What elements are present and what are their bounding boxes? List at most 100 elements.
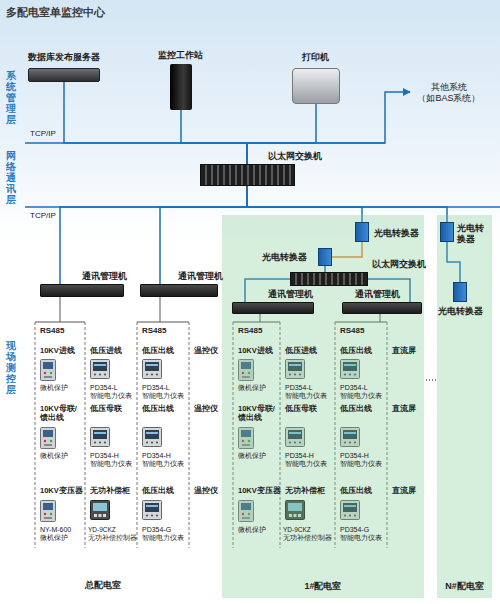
bus-label: RS485 (142, 326, 166, 336)
feeder-label: 无功补偿柜 (285, 486, 335, 495)
feeder-label: 低压出线 (142, 486, 192, 495)
mgr-icon (140, 284, 218, 297)
relay-icon (41, 501, 56, 522)
device-label: YD-9CKZ 无功补偿控制器 (283, 526, 335, 542)
device-label: PD354-H 智能电力仪表 (90, 452, 140, 469)
node-caption: 监控工作站 (158, 50, 203, 61)
node-caption: 以太网交换机 (268, 151, 322, 162)
feeder-label: 10KV变压器 (40, 486, 90, 495)
device-label: PD354-L 智能电力仪表 (340, 384, 390, 401)
feeder-label: 直流屏 (392, 346, 442, 355)
conv-icon (318, 248, 332, 266)
bus-label: RS485 (40, 326, 64, 336)
node-caption: 光电转换器 (262, 252, 307, 263)
layer-label: 系统管理层 (6, 70, 16, 125)
node-caption: 其他系统 （如BAS系统） (413, 82, 485, 104)
server-icon (28, 68, 100, 82)
feeder-label: 温控仪 (194, 486, 244, 495)
conv-icon (440, 222, 454, 242)
printer: 打印机 (292, 68, 340, 104)
node-caption: 数据库发布服务器 (28, 52, 100, 63)
feeder-label: 低压母联 (285, 404, 335, 413)
feeder-label: 温控仪 (194, 346, 244, 355)
device-label: NY-M-600 微机保护 (40, 526, 90, 543)
device-label: 微机保护 (40, 452, 90, 460)
feeder-label: 低压出线 (340, 346, 390, 355)
feeder-label: 低压进线 (285, 346, 335, 355)
feeder-label: 低压出线 (340, 404, 390, 413)
conv-icon (355, 222, 369, 242)
optical-converter: 光电转换器 (318, 248, 332, 266)
device-label: PD354-G 智能电力仪表 (142, 526, 192, 543)
feeder-label: 10KV变压器 (238, 486, 288, 495)
node-caption: 光电转换器 (374, 228, 419, 239)
external-system-box: 其他系统 （如BAS系统） (410, 80, 488, 106)
comm-manager: 通讯管理机 (140, 284, 218, 297)
feeder-label: 低压母联 (90, 404, 140, 413)
feeder-label: 温控仪 (194, 404, 244, 413)
device-label: PD354-L 智能电力仪表 (90, 384, 140, 401)
network-link (64, 82, 247, 164)
node-caption: 通讯管理机 (268, 289, 313, 300)
feeder-label: 10KV进线 (238, 346, 288, 355)
comm-manager: 通讯管理机 (40, 284, 124, 297)
device-label: PD354-L 智能电力仪表 (285, 384, 335, 401)
feeder-label: 低压出线 (142, 346, 192, 355)
node-caption: 以太网交换机 (372, 259, 426, 270)
conv-icon (453, 282, 467, 302)
meter-icon (143, 360, 162, 379)
bus-label: RS485 (340, 326, 364, 336)
device-label: PD354-G 智能电力仪表 (340, 526, 390, 543)
feeder-label: 低压出线 (142, 404, 192, 413)
room-band: N#配电室光电转换器光电转换器 (437, 215, 492, 598)
node-caption: 通讯管理机 (355, 289, 400, 300)
switch-icon (200, 164, 295, 186)
switch-icon (290, 272, 368, 286)
printer-icon (292, 68, 340, 104)
meter-icon (143, 428, 162, 447)
device-label: PD354-H 智能电力仪表 (340, 452, 390, 469)
device-label: PD354-H 智能电力仪表 (285, 452, 335, 469)
monitor-workstation: 监控工作站 (170, 64, 192, 110)
optical-converter: 光电转换器 (355, 222, 369, 242)
node-caption: 光电转换器 (438, 306, 483, 317)
feeder-label: 10KV进线 (40, 346, 90, 355)
protocol-label: TCP/IP (30, 129, 56, 139)
device-label: 微机保护 (238, 526, 288, 534)
device-label: YD-9CKZ 无功补偿控制器 (88, 526, 140, 542)
protocol-label: TCP/IP (30, 211, 56, 221)
meter-icon (143, 501, 162, 520)
mgr-icon (342, 302, 422, 314)
room-label: 总配电室 (85, 580, 121, 591)
meter-icon (91, 360, 110, 379)
device-label: 微机保护 (238, 384, 288, 392)
room-heading: 1#配电室 (222, 581, 424, 592)
feeder-label: 直流屏 (392, 486, 442, 495)
bus-label: RS485 (238, 326, 262, 336)
layer-label: 网络通讯层 (6, 150, 16, 205)
layer-label: 现场测控层 (6, 340, 16, 395)
node-caption: 通讯管理机 (82, 271, 127, 282)
page-title: 多配电室单监控中心 (6, 5, 105, 20)
ellipsis-dots (426, 379, 436, 381)
node-caption: 通讯管理机 (178, 271, 223, 282)
node-caption: 打印机 (302, 52, 329, 63)
mgr-icon (232, 302, 314, 314)
feeder-label: 低压出线 (340, 486, 390, 495)
optical-converter: 光电转换器 (453, 282, 467, 302)
ethernet-switch: 以太网交换机 (200, 164, 295, 186)
optical-converter: 光电转换器 (440, 222, 454, 242)
node-caption: 光电转换器 (457, 223, 487, 245)
feeder-label: 低压进线 (90, 346, 140, 355)
mgr-icon (40, 284, 124, 297)
device-label: 微机保护 (40, 384, 90, 392)
relay-icon (41, 428, 56, 449)
relay-icon (41, 360, 56, 381)
device-label: 微机保护 (238, 452, 288, 460)
network-link (60, 186, 247, 284)
network-link (181, 110, 247, 164)
meter-icon (91, 428, 110, 447)
database-server: 数据库发布服务器 (28, 68, 100, 82)
comm-manager: 通讯管理机 (232, 302, 314, 314)
feeder-label: 10KV母联/ 馈出线 (40, 404, 90, 422)
